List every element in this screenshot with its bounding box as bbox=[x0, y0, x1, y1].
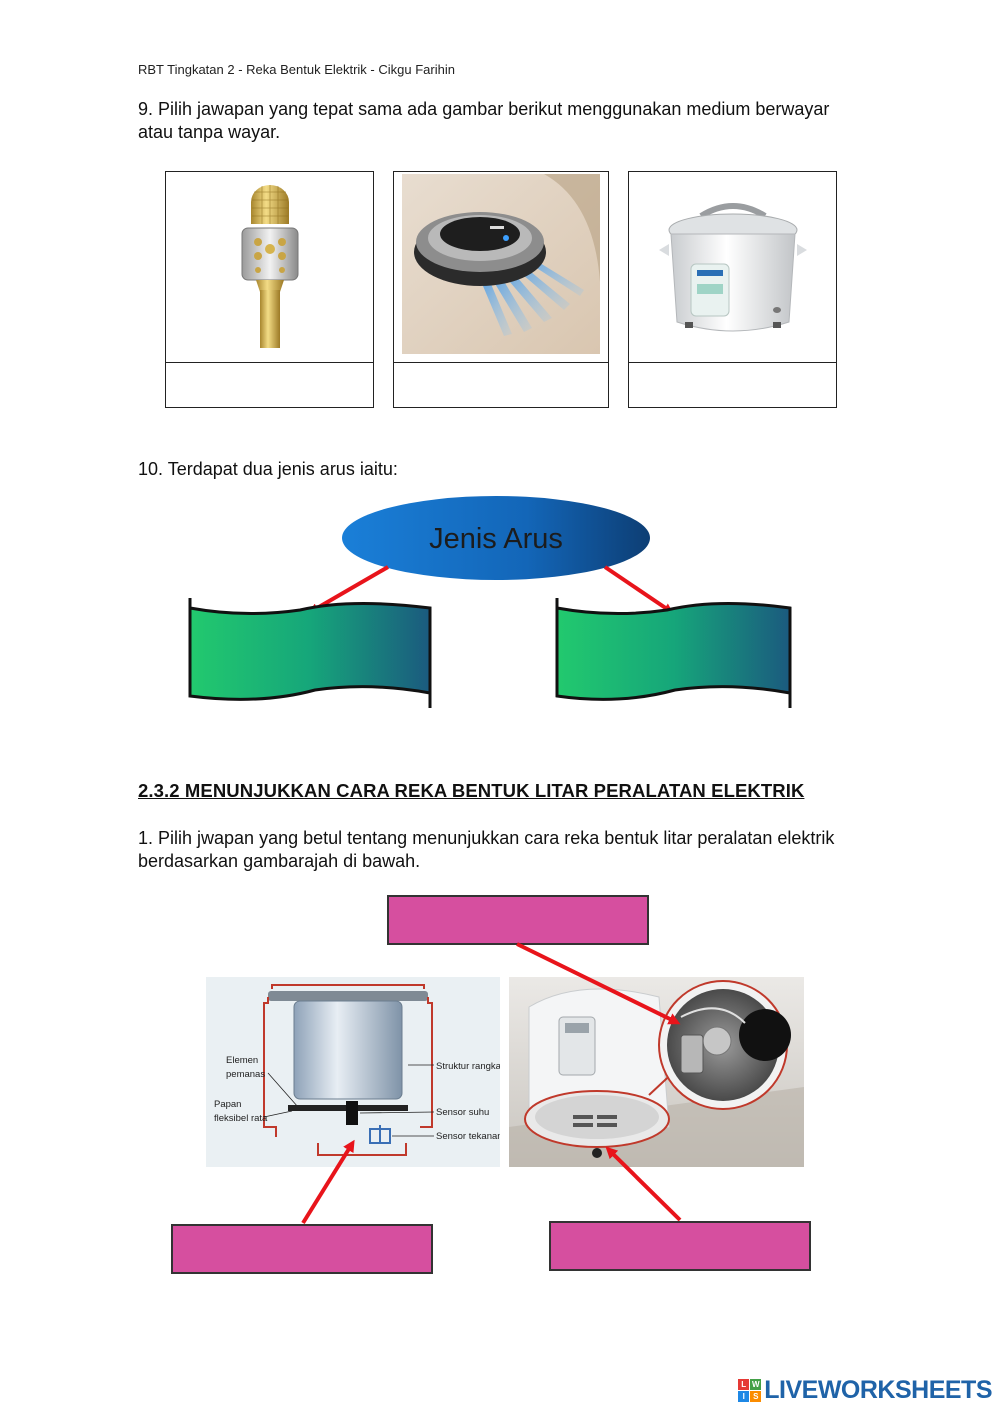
answer-banner-left[interactable] bbox=[188, 598, 432, 708]
question-1-arrows bbox=[301, 942, 682, 1225]
item-card-robot-vacuum bbox=[393, 171, 609, 408]
diagram-label-papan: Papan bbox=[214, 1099, 241, 1110]
liveworksheets-logo: L W I S LIVEWORKSHEETS bbox=[738, 1375, 992, 1404]
diagram-label-sensor-suhu: Sensor suhu bbox=[436, 1107, 489, 1118]
answer-field-microphone[interactable] bbox=[166, 361, 373, 407]
item-card-rice-cooker bbox=[628, 171, 837, 408]
worksheet-header: RBT Tingkatan 2 - Reka Bentuk Elektrik -… bbox=[138, 62, 455, 77]
liveworksheets-wordmark: LIVEWORKSHEETS bbox=[764, 1375, 992, 1404]
answer-field-rice-cooker[interactable] bbox=[629, 361, 836, 407]
question-1-text: 1. Pilih jwapan yang betul tentang menun… bbox=[138, 828, 835, 871]
question-10-text: 10. Terdapat dua jenis arus iaitu: bbox=[138, 459, 398, 479]
current-types-diagram: Jenis Arus bbox=[188, 496, 792, 708]
arrow-from-bottom-left-box bbox=[301, 1139, 355, 1225]
answer-field-robot-vacuum[interactable] bbox=[394, 361, 608, 407]
answer-banner-right[interactable] bbox=[555, 598, 792, 708]
liveworksheets-icon: L W I S bbox=[738, 1378, 762, 1402]
answer-box-bottom-right[interactable] bbox=[549, 1221, 811, 1271]
diagram-label-pemanas: pemanas bbox=[226, 1069, 265, 1080]
question-9-text: 9. Pilih jawapan yang tepat sama ada gam… bbox=[138, 99, 830, 142]
microphone-image bbox=[166, 172, 373, 363]
diagram-label-struktur: Struktur rangka bbox=[436, 1061, 500, 1072]
arrow-left bbox=[308, 565, 390, 614]
robot-vacuum-image bbox=[394, 172, 608, 363]
diagram-label-elemen: Elemen bbox=[226, 1055, 258, 1066]
diagram-label-fleksibel: fleksibel rata bbox=[214, 1113, 268, 1124]
answer-box-bottom-left[interactable] bbox=[171, 1224, 433, 1274]
arrow-from-bottom-right-box bbox=[605, 1146, 682, 1222]
rice-cooker-image bbox=[629, 172, 836, 363]
rice-cooker-diagram: Elemen pemanas Papan fleksibel rata Stru… bbox=[206, 977, 500, 1167]
diagram-label-sensor-tekanan: Sensor tekanan bbox=[436, 1131, 500, 1142]
rice-cooker-bottom-photo bbox=[509, 977, 804, 1167]
answer-box-top[interactable] bbox=[387, 895, 649, 945]
arrow-to-top-box bbox=[516, 942, 681, 1025]
section-title: 2.3.2 MENUNJUKKAN CARA REKA BENTUK LITAR… bbox=[138, 780, 805, 801]
jenis-arus-label: Jenis Arus bbox=[429, 523, 563, 555]
item-card-microphone bbox=[165, 171, 374, 408]
arrow-right bbox=[603, 565, 674, 614]
jenis-arus-ellipse bbox=[342, 496, 650, 580]
